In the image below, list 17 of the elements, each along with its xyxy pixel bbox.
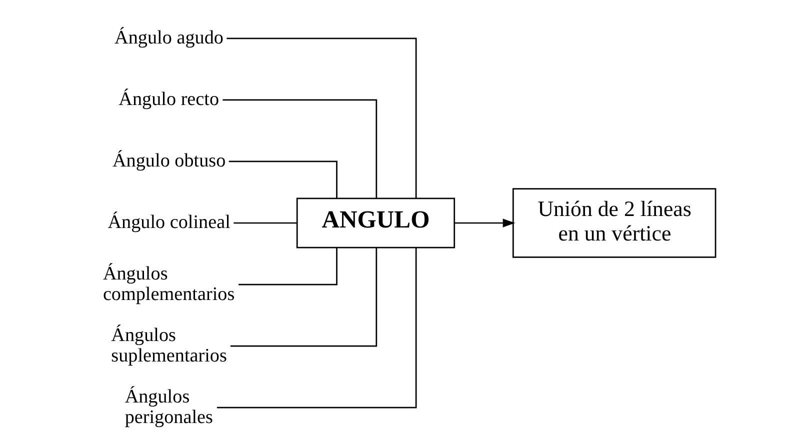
connector — [228, 160, 337, 198]
node-text: Ángulos complementarios — [102, 263, 234, 305]
connector — [233, 222, 296, 224]
node-text: Ángulo agudo — [114, 27, 223, 48]
connector — [238, 248, 337, 286]
connector — [226, 38, 416, 198]
node-text: Ángulo obtuso — [112, 150, 226, 172]
node-text: Ángulos perigonales — [124, 386, 212, 428]
node-box: Unión de 2 líneas en un vértice — [512, 188, 716, 258]
arrow — [454, 218, 515, 228]
connector — [230, 248, 377, 347]
node-text: Ángulos suplementarios — [110, 324, 226, 366]
connector — [222, 99, 377, 198]
node-text: Ángulo recto — [118, 88, 219, 110]
connector — [216, 248, 416, 408]
node-text: Ángulo colineal — [107, 212, 230, 234]
node-box: ANGULO — [296, 198, 455, 248]
